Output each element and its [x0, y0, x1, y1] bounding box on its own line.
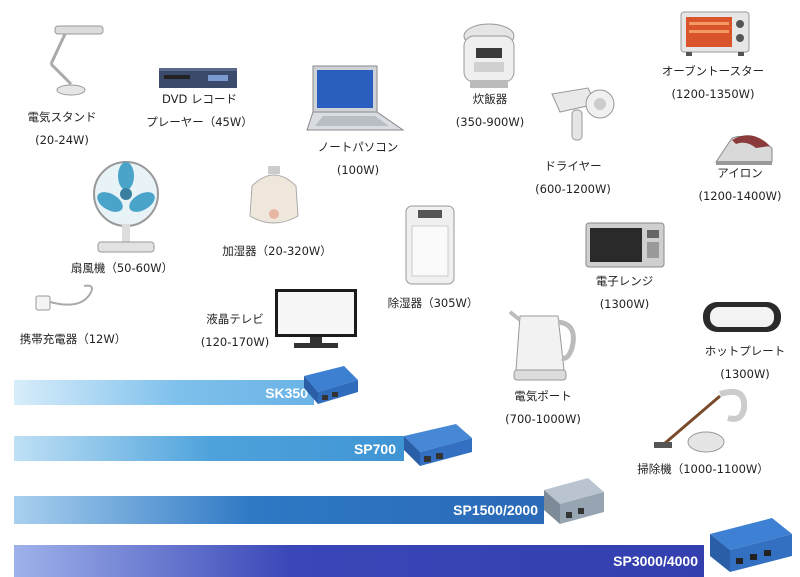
microwave-icon — [585, 222, 665, 268]
appliance-power: (20-24W) — [35, 133, 89, 147]
appliance-name: アイロン — [717, 166, 763, 180]
appliance-name: 電気ポート — [514, 389, 572, 403]
appliance-name: 携帯充電器（12W） — [19, 332, 127, 346]
bar-band — [14, 545, 704, 577]
dvd-player-icon — [159, 68, 237, 88]
inverter-model-label: SK350 — [265, 384, 308, 401]
appliance-power: (1200-1350W) — [671, 87, 755, 101]
lcd-tv-icon — [275, 289, 357, 348]
inverter-sp3000-4000-icon — [710, 518, 792, 572]
inverter-bar-sp1500-2000: SP1500/2000 — [14, 496, 544, 524]
inverter-bar-sp700: SP700 — [14, 436, 404, 461]
appliance-name: 電気スタンド — [27, 110, 97, 124]
electric-fan-icon — [93, 161, 159, 253]
inverter-bar-sk350: SK350 — [14, 380, 314, 405]
phone-charger-icon — [35, 284, 93, 311]
inverter-bar-sp3000-4000: SP3000/4000 — [14, 545, 704, 577]
label-lcd-tv: 液晶テレビ (120-170W) — [190, 308, 280, 354]
vacuum-cleaner-icon — [654, 388, 748, 453]
label-microwave: 電子レンジ (1300W) — [572, 270, 677, 316]
electric-kettle-icon — [508, 310, 576, 381]
desk-lamp-icon — [49, 25, 104, 96]
appliance-name: 掃除機（1000-1100W） — [637, 462, 769, 476]
label-humidifier: 加湿器（20-320W） — [212, 240, 342, 263]
appliance-power: (700-1000W) — [505, 412, 581, 426]
label-toaster-oven: オーブントースター (1200-1350W) — [648, 60, 778, 106]
inverter-sp700-icon — [404, 424, 472, 466]
humidifier-icon — [249, 166, 299, 224]
bar-band — [14, 436, 404, 461]
appliance-name: ホットプレート — [704, 344, 786, 358]
label-electric-kettle: 電気ポート (700-1000W) — [488, 385, 598, 431]
label-desk-lamp: 電気スタンド (20-24W) — [22, 106, 102, 152]
laptop-icon — [306, 65, 405, 131]
inverter-model-label: SP3000/4000 — [613, 553, 698, 569]
appliance-power: (350-900W) — [455, 115, 525, 129]
bar-band — [14, 380, 314, 405]
inverter-sp1500-2000-icon — [544, 478, 604, 524]
appliance-name: 電子レンジ — [595, 274, 654, 288]
appliance-name: オーブントースター — [661, 64, 765, 78]
hot-plate-icon — [703, 302, 781, 332]
hair-dryer-icon — [551, 87, 615, 141]
label-dehumidifier: 除湿器（305W） — [378, 292, 488, 315]
appliance-power: (1200-1400W) — [698, 189, 782, 203]
inverter-model-label: SP1500/2000 — [453, 502, 538, 518]
appliance-name: 扇風機（50-60W） — [70, 261, 174, 275]
label-vacuum-cleaner: 掃除機（1000-1100W） — [628, 458, 778, 481]
appliance-name: 炊飯器 — [472, 92, 508, 106]
label-iron: アイロン (1200-1400W) — [680, 162, 800, 208]
appliance-name: ノートパソコン — [317, 140, 399, 154]
label-hot-plate: ホットプレート (1300W) — [690, 340, 800, 386]
label-hair-dryer: ドライヤー (600-1200W) — [518, 155, 628, 201]
label-electric-fan: 扇風機（50-60W） — [62, 257, 182, 280]
appliance-power: (1300W) — [599, 297, 650, 311]
label-dvd-player: DVD レコード プレーヤー（45W） — [142, 88, 257, 134]
appliance-power: (600-1200W) — [535, 182, 611, 196]
inverter-sk350-icon — [304, 366, 358, 404]
appliance-power: (100W) — [336, 163, 380, 177]
label-laptop: ノートパソコン (100W) — [303, 136, 413, 182]
appliance-power: (120-170W) — [200, 335, 270, 349]
inverter-model-label: SP700 — [353, 440, 396, 457]
appliance-name: 除湿器（305W） — [387, 296, 479, 310]
appliance-name: DVD レコード — [161, 92, 238, 106]
label-rice-cooker: 炊飯器 (350-900W) — [440, 88, 540, 134]
appliance-power: (1300W) — [720, 367, 770, 381]
dehumidifier-icon — [405, 205, 455, 285]
bar-band — [14, 496, 544, 524]
rice-cooker-icon — [463, 23, 515, 88]
appliance-name: 加湿器（20-320W） — [222, 244, 332, 258]
appliance-name: プレーヤー（45W） — [146, 115, 253, 129]
toaster-oven-icon — [680, 11, 750, 56]
iron-icon — [715, 135, 773, 165]
appliance-name: 液晶テレビ — [206, 312, 264, 326]
appliance-name: ドライヤー — [544, 159, 602, 173]
label-phone-charger: 携帯充電器（12W） — [8, 328, 138, 351]
